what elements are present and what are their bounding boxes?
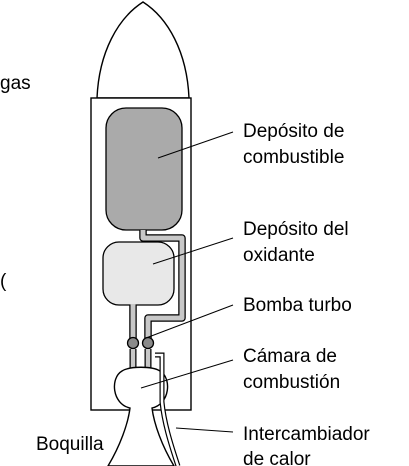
heat-exchanger-tube-inner [155,353,180,466]
leader-oxidizer-tank [152,237,234,265]
turbopump-valve-right [141,336,155,350]
leader-heat-exchanger [175,427,234,433]
label-turbopump: Bomba turbo [243,295,352,316]
combustion-chamber-and-nozzle [107,366,175,466]
rocket-nose-cone [96,1,190,99]
label-fuel-tank: Depósito de combustible [243,121,350,168]
oxidizer-tank [102,241,175,306]
leader-combustion-chamber [140,359,234,389]
label-combustion-chamber: Cámara de combustión [243,346,342,393]
label-heat-exchanger: Intercambiador de calor [243,424,375,466]
leader-fuel-tank [157,131,234,159]
fuel-tank [105,107,183,231]
leader-turbopump [145,304,234,339]
label-partial-left-mid: ( [0,271,7,292]
turbopump-valve-left [126,336,140,350]
fuel-line-inner [140,230,185,338]
label-oxidizer-tank: Depósito del oxidante [243,219,354,266]
label-partial-left-top: gas [0,73,31,94]
label-nozzle: Boquilla [36,434,104,455]
